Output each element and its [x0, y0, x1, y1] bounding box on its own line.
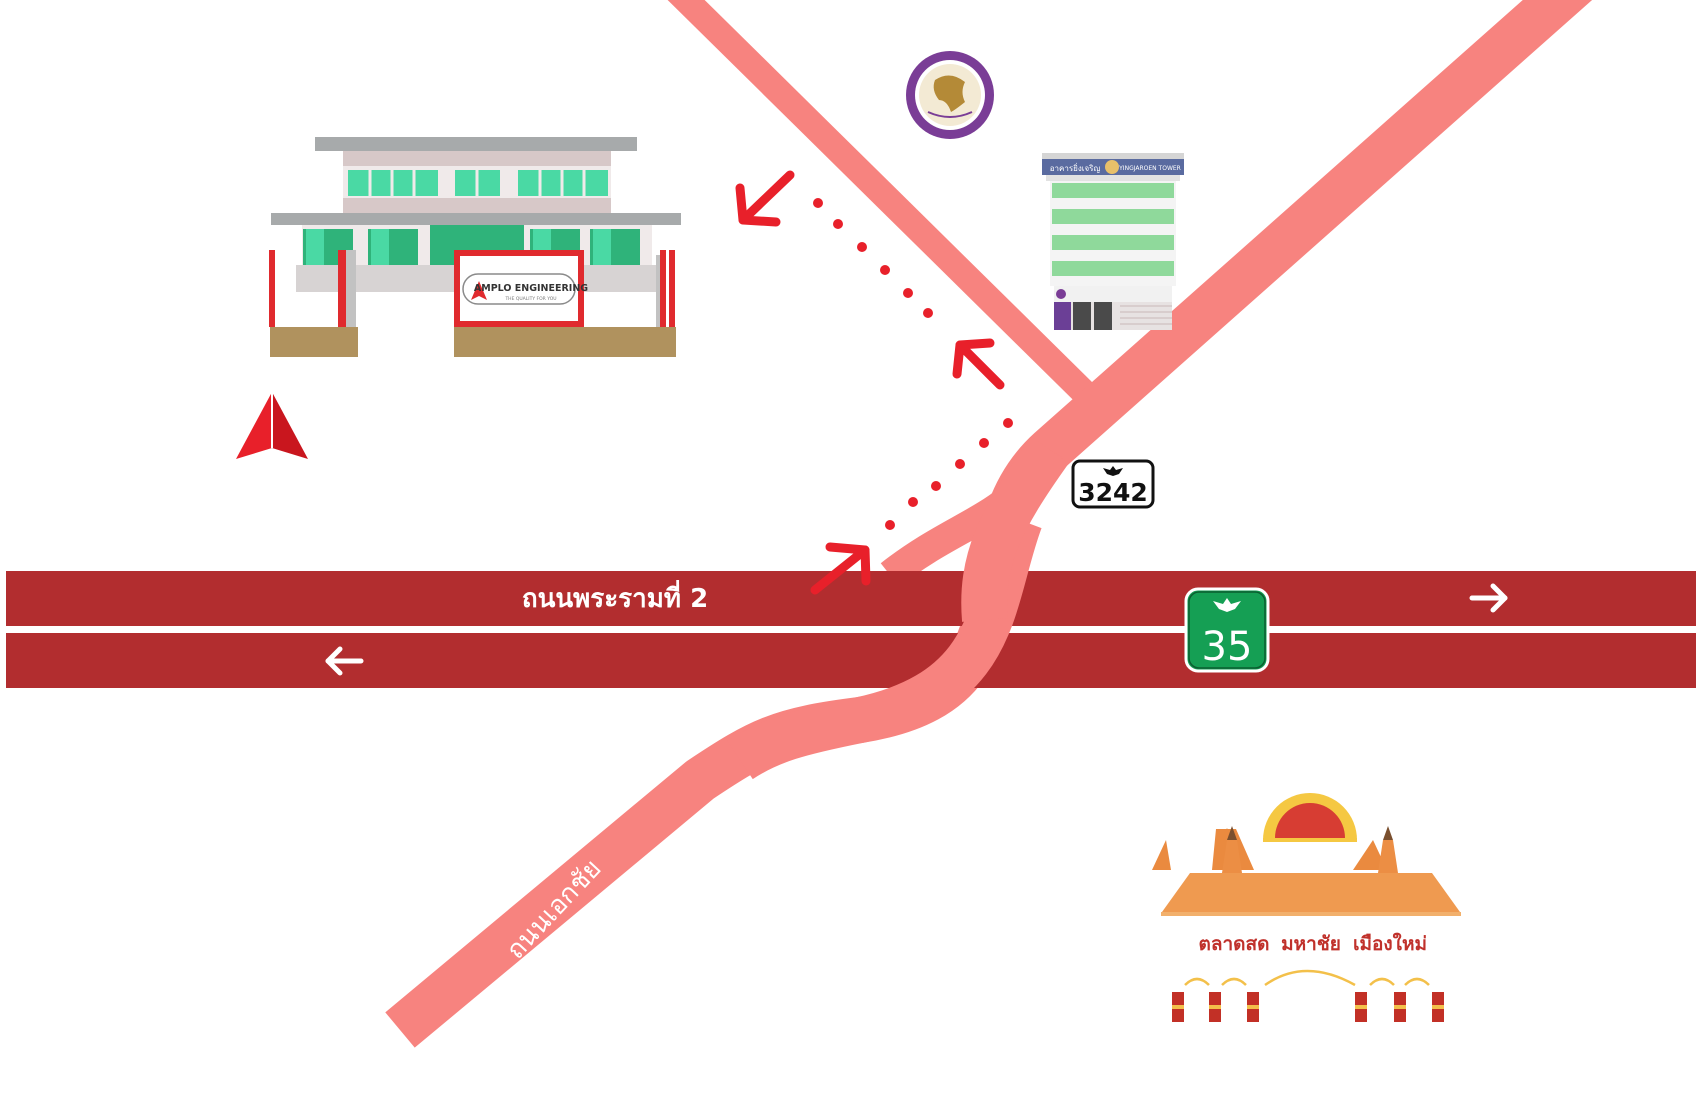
- garuda-icon: [1213, 598, 1241, 612]
- market-word-1: ตลาดสด: [1199, 933, 1270, 955]
- tower-name-eng: YINGJAROEN TOWER: [1118, 165, 1181, 172]
- government-seal-icon: [906, 51, 994, 139]
- company-building: AMPLO ENGINEERING THE QUALITY FOR YOU: [269, 137, 681, 357]
- dotted-route: [813, 198, 1013, 530]
- route-3242-number: 3242: [1078, 478, 1148, 507]
- market-word-2: มหาชัย: [1281, 933, 1341, 955]
- direction-arrow-icon: [735, 170, 795, 227]
- rama2-label: ถนนพระรามที่ 2: [522, 579, 708, 614]
- yingjaroen-tower: อาคารยิ่งเจริญ YINGJAROEN TOWER: [1042, 153, 1184, 330]
- route-35-number: 35: [1202, 624, 1253, 670]
- direction-arrow-icon: [952, 338, 1005, 390]
- tower-name-thai: อาคารยิ่งเจริญ: [1050, 162, 1101, 173]
- road-diagonal-north: [667, 0, 1122, 430]
- traffic-direction-left-icon: [325, 646, 364, 676]
- north-arrow-icon: [236, 392, 308, 459]
- company-sign-tagline: THE QUALITY FOR YOU: [504, 296, 556, 302]
- route-3242-shield: 3242: [1071, 459, 1155, 509]
- road-rama2: [6, 571, 1696, 688]
- garuda-icon: [1103, 466, 1123, 476]
- market-gate: ตลาดสด มหาชัย เมืองใหม่: [1152, 793, 1461, 1022]
- direction-arrow-icon: [810, 542, 871, 595]
- amplo-logo-icon: [471, 281, 487, 300]
- route-35-shield: 35: [1184, 587, 1270, 673]
- market-word-3: เมืองใหม่: [1353, 932, 1427, 955]
- traffic-direction-right-icon: [1469, 583, 1508, 613]
- company-sign-name: AMPLO ENGINEERING: [474, 283, 588, 294]
